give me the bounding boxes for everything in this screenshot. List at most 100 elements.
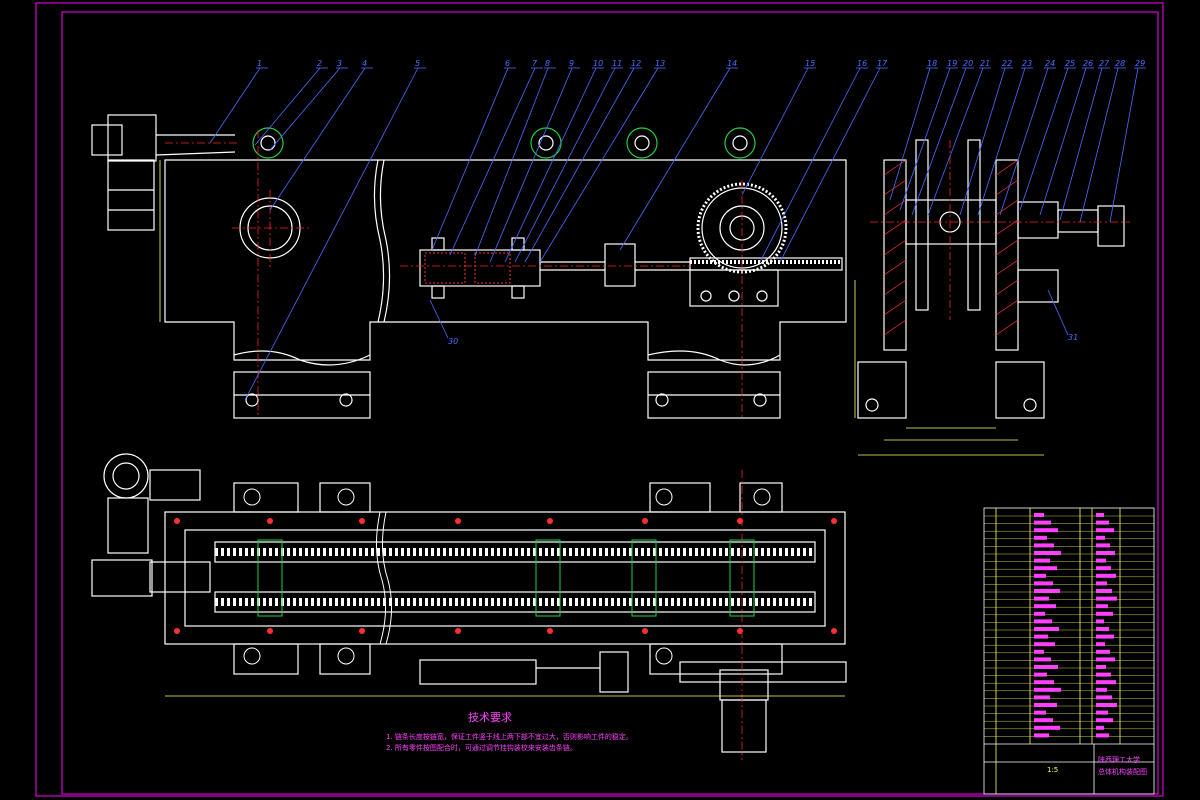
part-balloon-7: 7 [532,59,538,68]
bom-entry-mark [1034,695,1050,700]
bom-entry-mark [1034,566,1057,571]
side-plate-right [995,159,1019,351]
bom-material-mark [1096,680,1116,685]
motor-plan [103,453,149,499]
outer-frame [35,2,1164,797]
leader-lines [209,67,1139,401]
balloon-30: 30 [448,337,458,346]
bom-entry-mark [1034,520,1051,525]
bom-table [983,507,1155,795]
bom-entry-mark [1034,558,1050,563]
part-balloon-28: 28 [1115,59,1125,68]
bom-material-mark [1096,619,1104,624]
bom-material-mark [1096,665,1106,669]
air-cylinder [419,249,541,287]
part-balloon-2: 2 [317,59,322,68]
inner-frame [61,11,1159,795]
bom-material-mark [1096,657,1115,662]
bom-entry-mark [1034,627,1059,631]
technical-requirement-1: 1. 链条长度按链宽，保证工件竖于线上两下部不宜过大，否则影响工件的稳定。 [386,733,633,741]
part-balloon-14: 14 [727,59,737,68]
bom-material-mark [1096,535,1105,540]
part-balloon-1: 1 [257,59,262,68]
bom-entry-mark [1034,589,1060,593]
bom-material-mark [1096,687,1107,692]
bom-entry-mark [1034,703,1057,707]
bom-entry-mark [1034,649,1044,654]
bom-entry-mark [1034,513,1044,517]
bom-material-mark [1096,581,1107,586]
part-balloon-16: 16 [857,59,867,68]
part-balloon-26: 26 [1083,59,1093,68]
bom-entry-mark [1034,604,1056,609]
part-balloon-9: 9 [569,59,574,68]
technical-requirements-title: 技术要求 [468,711,512,724]
bom-material-mark [1096,703,1117,707]
bom-entry-mark [1034,725,1060,730]
bom-entry-mark [1034,596,1049,601]
bom-entry-mark [1034,573,1046,578]
bom-material-mark [1096,642,1105,647]
title-block-scale: 1:5 [1047,766,1059,774]
bom-material-mark [1096,725,1104,730]
part-balloon-17: 17 [877,59,888,68]
part-balloon-19: 19 [947,59,957,68]
part-balloon-23: 23 [1022,59,1032,68]
bom-material-mark [1096,710,1108,715]
bom-entry-mark [1034,543,1054,548]
bom-material-mark [1096,520,1109,525]
part-balloon-3: 3 [337,59,342,68]
bom-entry-mark [1034,687,1061,692]
part-balloon-27: 27 [1099,59,1110,68]
title-block-drawing-name: 总体机构装配图 [1098,768,1147,776]
bom-entry-mark [1034,665,1058,669]
part-balloon-22: 22 [1002,59,1012,68]
bom-material-mark [1096,573,1116,578]
part-balloon-21: 21 [980,59,990,68]
side-view [857,139,1125,419]
sprocket-top-1 [252,127,284,159]
bom-material-mark [1096,733,1109,738]
bom-material-mark [1096,558,1106,563]
bom-entry-mark [1034,528,1058,533]
part-balloon-18: 18 [927,59,937,68]
main-frame-front [164,159,847,361]
bom-material-mark [1096,551,1115,555]
bom-material-mark [1096,528,1114,533]
bom-entry-mark [1034,611,1045,616]
plan-frame [164,511,846,645]
coupling [604,243,636,287]
bom-material-mark [1096,566,1111,571]
part-balloon-15: 15 [805,59,815,68]
motor-gearbox [91,124,123,156]
part-balloon-13: 13 [655,59,665,68]
part-balloon-29: 29 [1135,59,1145,68]
bom-material-mark [1096,695,1112,700]
technical-requirement-2: 2. 所有零件按图配合时，可通过调节挂钩装校来安装齿条链。 [386,744,577,752]
bom-entry-mark [1034,710,1046,715]
part-balloon-6: 6 [505,59,510,68]
bom-material-mark [1096,634,1114,639]
part-balloon-8: 8 [545,59,550,68]
bom-entry-mark [1034,535,1047,540]
bom-material-mark [1096,627,1109,631]
bom-entry-mark [1034,672,1047,677]
bom-material-mark [1096,513,1104,517]
balloon-31: 31 [1068,333,1078,342]
bom-entry-mark [1034,733,1049,738]
title-block-school: 陕西理工大学 [1098,756,1140,764]
bom-entry-mark [1034,581,1053,586]
bom-material-mark [1096,543,1110,548]
bom-entry-mark [1034,634,1048,639]
side-plate-left [883,159,907,351]
bom-material-mark [1096,672,1111,677]
centerlines-front [165,130,743,418]
part-balloon-4: 4 [362,59,367,68]
bom-material-mark [1096,589,1112,593]
bom-material-mark [1096,604,1108,609]
part-balloon-5: 5 [415,59,420,68]
bom-entry-mark [1034,551,1061,555]
bom-entry-mark [1034,718,1053,723]
bom-material-mark [1096,596,1117,601]
